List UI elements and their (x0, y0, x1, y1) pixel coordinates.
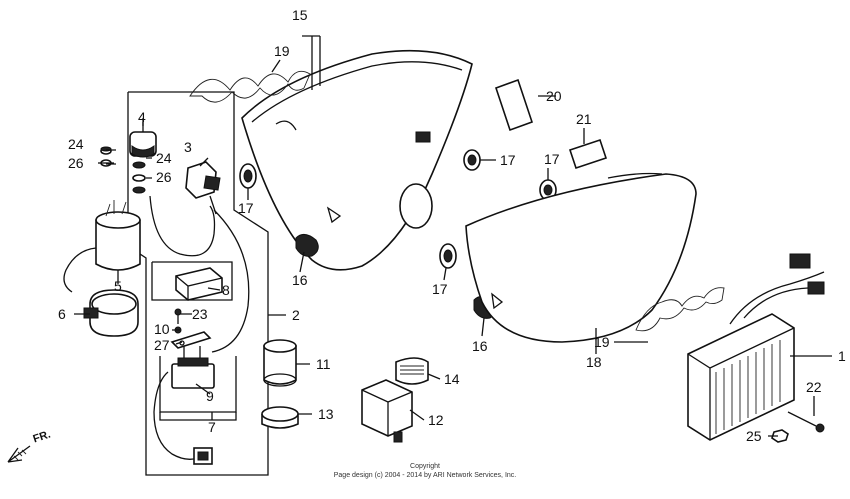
callout-17c: 17 (544, 151, 560, 167)
part-16-grommet-a (295, 234, 319, 257)
copyright-line-1: Copyright (410, 463, 440, 470)
callout-17b: 17 (500, 152, 516, 168)
callout-6: 6 (58, 306, 66, 322)
callout-15: 15 (292, 7, 308, 23)
callout-13: 13 (318, 406, 334, 422)
callout-11: 11 (316, 356, 331, 372)
leader-lines (74, 35, 832, 437)
part-24-washer-right (132, 161, 146, 169)
callout-26a: 26 (68, 155, 84, 171)
callout-22: 22 (806, 379, 822, 395)
part-1-regulator (687, 253, 825, 441)
callout-3: 3 (184, 139, 192, 155)
part-19-decal-left (189, 70, 311, 103)
part-18-side-cover-right (465, 172, 697, 343)
callout-1: 1 (838, 348, 846, 364)
callout-7: 7 (208, 419, 216, 435)
callout-24b: 24 (156, 150, 172, 166)
callout-18: 18 (586, 354, 602, 370)
part-26-washer-left (98, 159, 114, 167)
callout-17a: 17 (238, 200, 254, 216)
callout-12: 12 (428, 412, 444, 428)
connector-bottom (193, 447, 213, 465)
part-11-cylinder (263, 339, 297, 387)
callout-26b: 26 (156, 169, 172, 185)
part-20-plate (494, 78, 534, 132)
part-15-side-cover-left (241, 49, 473, 271)
part-17-grommet-b (463, 149, 481, 171)
wire-harness (149, 195, 250, 460)
part-4-fuse-holder (129, 122, 157, 158)
part-8-block (175, 267, 223, 301)
callout-23: 23 (192, 306, 208, 322)
callout-24a: 24 (68, 136, 84, 152)
callout-2: 2 (292, 307, 300, 323)
callout-16b: 16 (472, 338, 488, 354)
part-26-washer-right (132, 174, 146, 194)
callout-21: 21 (576, 111, 592, 127)
callout-8: 8 (222, 282, 230, 298)
callout-10: 10 (154, 321, 170, 337)
callout-16a: 16 (292, 272, 308, 288)
part-13-ring (261, 406, 299, 429)
part-12-unit (361, 379, 413, 443)
part-14-rubber (395, 357, 429, 385)
callout-4: 4 (138, 109, 146, 125)
callout-27: 27 (154, 337, 170, 353)
part-22-bolt (787, 411, 825, 433)
callout-14: 14 (444, 371, 460, 387)
callout-9: 9 (206, 388, 214, 404)
callout-17d: 17 (432, 281, 448, 297)
part-21-plate (568, 138, 608, 170)
callout-5: 5 (114, 278, 122, 294)
part-9-relay (171, 346, 215, 389)
bracket-7 (159, 412, 237, 421)
part-19-decal-right (635, 287, 725, 332)
part-3-connector (185, 161, 221, 215)
callout-25: 25 (746, 428, 762, 444)
callout-19a: 19 (274, 43, 290, 59)
part-17-grommet-d (439, 243, 457, 269)
part-6-clamp (83, 289, 139, 337)
part-27-plate (170, 331, 212, 349)
copyright-line-2: Page design (c) 2004 - 2014 by ARI Netwo… (333, 472, 517, 479)
callout-20: 20 (546, 88, 562, 104)
part-17-grommet-a (239, 163, 257, 189)
part-23-screw (174, 308, 182, 324)
part-25-nut (771, 429, 789, 443)
bracket-8 (151, 261, 233, 301)
part-5-condenser (63, 200, 141, 293)
callout-19b: 19 (594, 334, 610, 350)
front-direction-arrow-icon (7, 445, 31, 463)
